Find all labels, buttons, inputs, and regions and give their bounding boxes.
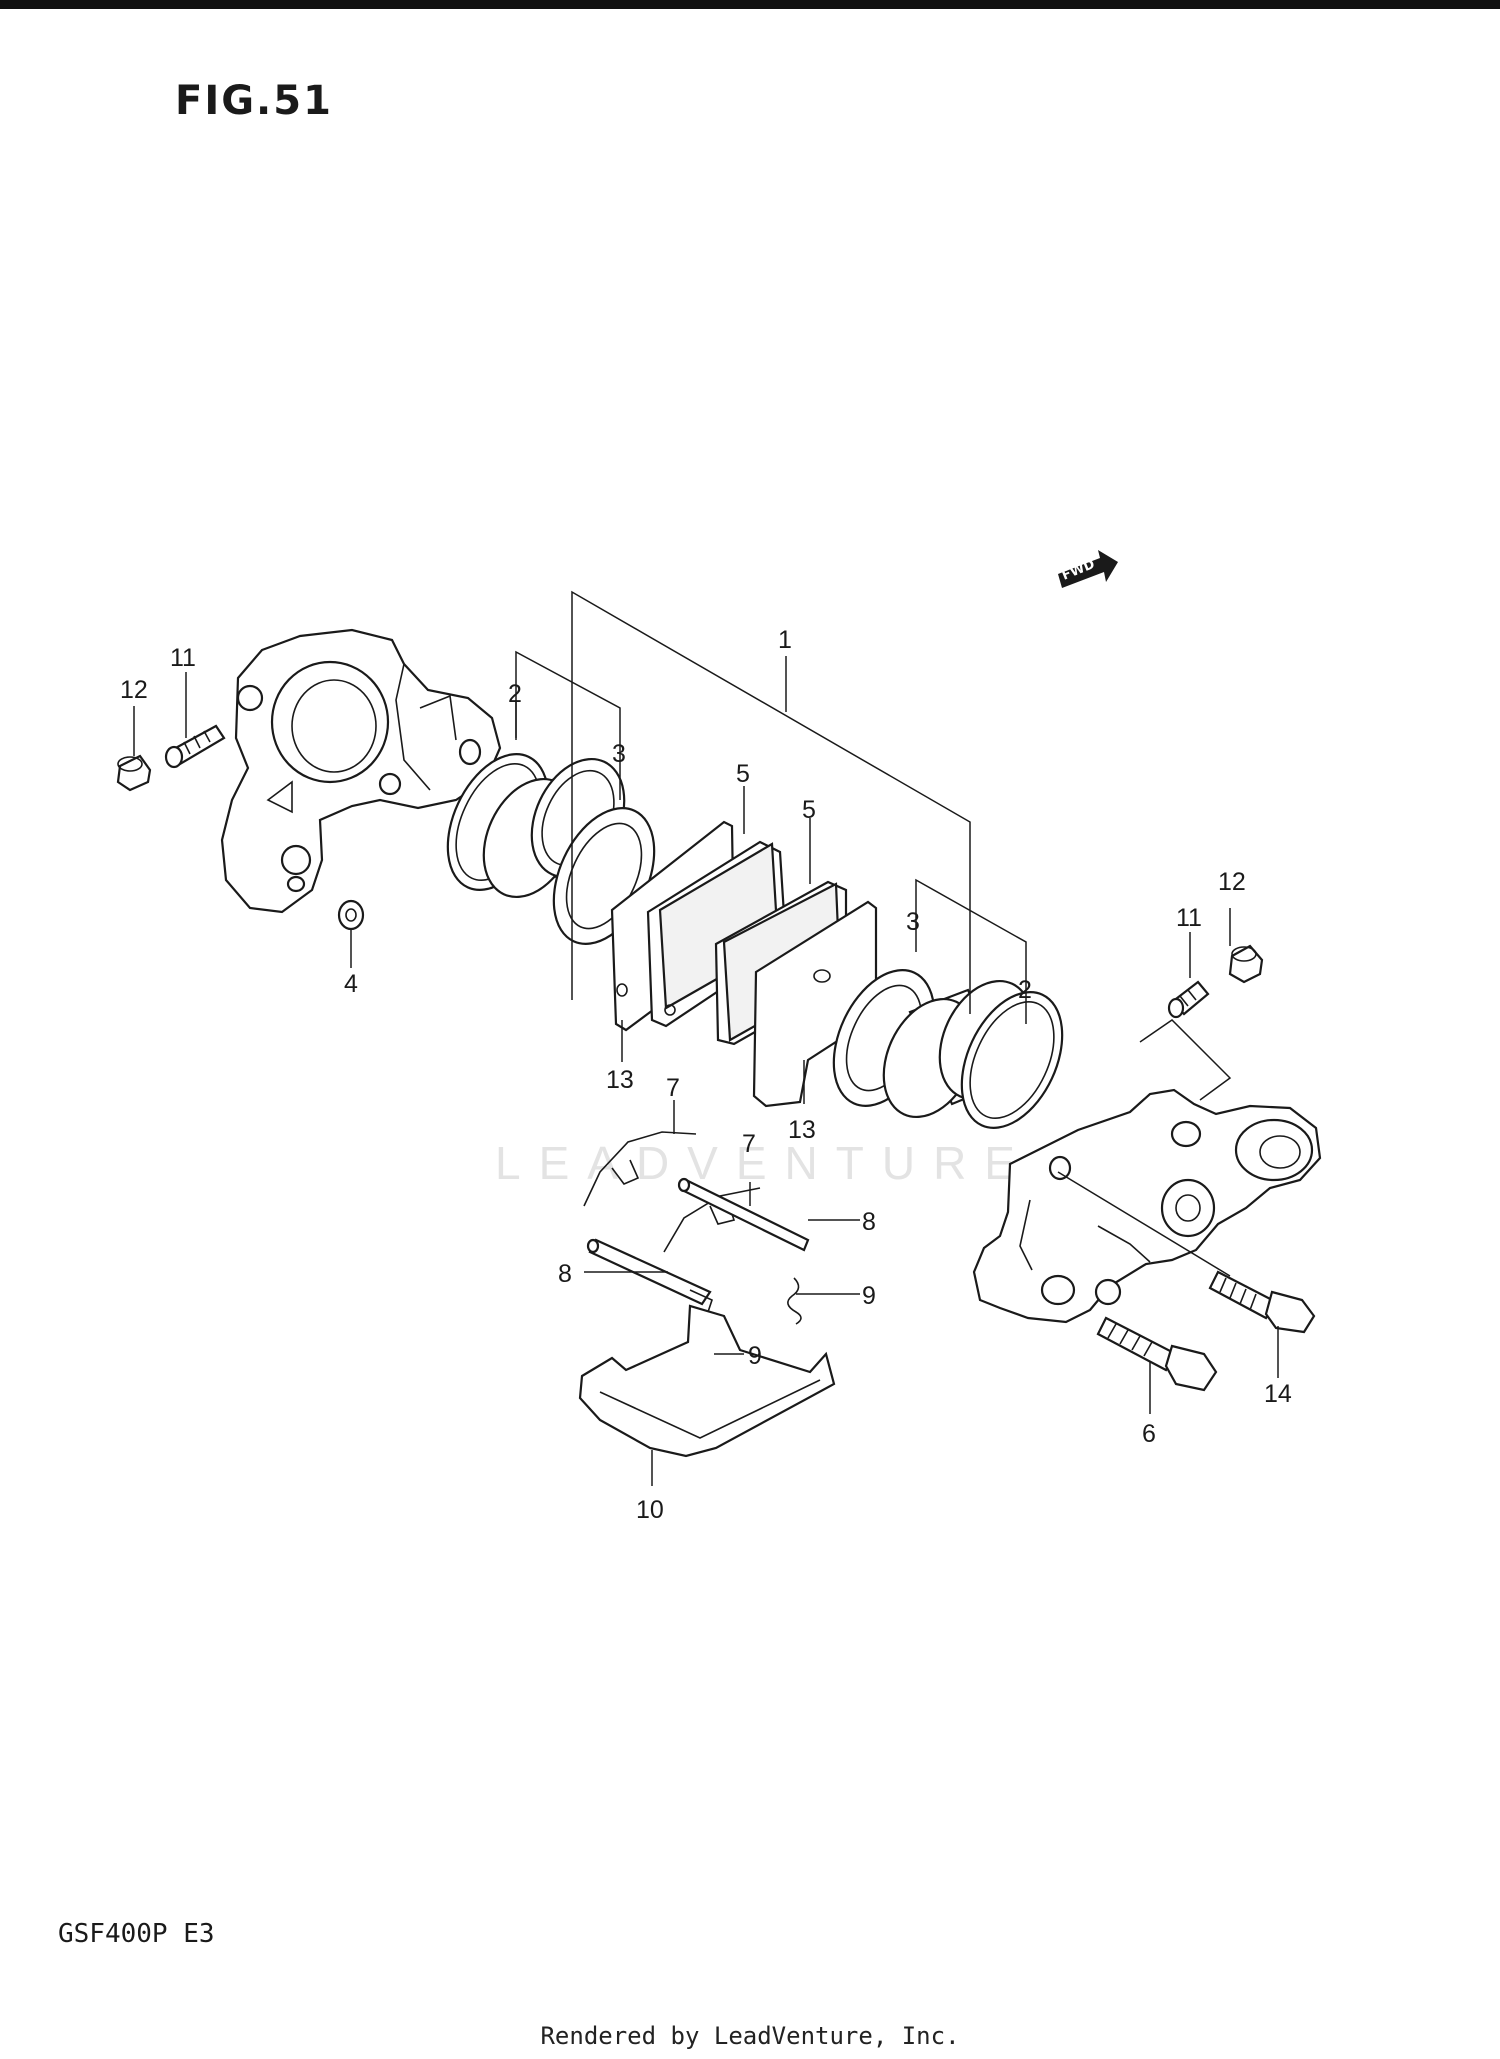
right-bleeder-screw (1139, 980, 1232, 1101)
model-code: GSF400P E3 (58, 1919, 215, 1949)
callout-5-right: 5 (802, 796, 816, 824)
leader-lines (133, 672, 1279, 1486)
callout-2-right: 2 (1018, 976, 1032, 1004)
assembly-bracket-1 (571, 590, 971, 1014)
callout-labels: 1 2 3 5 5 4 11 12 12 11 3 2 13 13 7 7 8 … (120, 626, 1292, 1524)
left-bleeder-screw (164, 724, 226, 769)
callout-8-left: 8 (558, 1260, 572, 1288)
callout-5-left: 5 (736, 760, 750, 788)
callout-2-left: 2 (508, 680, 522, 708)
callout-6: 6 (1142, 1420, 1156, 1448)
right-bleeder-cap (1228, 944, 1264, 984)
callout-13-left: 13 (606, 1066, 634, 1094)
callout-11-left: 11 (170, 644, 196, 672)
callout-8-right: 8 (862, 1208, 876, 1236)
callout-12-right: 12 (1218, 868, 1246, 896)
callout-3-left: 3 (612, 740, 626, 768)
bolt-part-14 (1057, 1171, 1316, 1334)
callout-14: 14 (1264, 1380, 1292, 1408)
left-caliper-body (220, 628, 502, 914)
callout-3-right: 3 (906, 908, 920, 936)
callout-10: 10 (636, 1496, 664, 1524)
pad-retainer-part-10 (578, 1304, 836, 1458)
bracket-2-3-left (515, 650, 621, 800)
bolt-part-6 (1096, 1316, 1218, 1392)
callout-11-right: 11 (1176, 904, 1202, 932)
figure-title: FIG.51 (175, 78, 333, 124)
fwd-arrow-icon: FWD (1058, 550, 1118, 588)
pad-spring-part-7-upper (583, 1131, 697, 1207)
washer-part-4 (337, 899, 365, 931)
bracket-2-3-right (915, 878, 1027, 1024)
callout-9-upper: 9 (862, 1282, 876, 1310)
footer-credit: Rendered by LeadVenture, Inc. (540, 2022, 960, 2050)
top-border-bar (0, 0, 1500, 9)
callout-12-left: 12 (120, 676, 148, 704)
clip-part-9-upper (787, 1277, 802, 1325)
watermark-text: LEADVENTURE (495, 1137, 1033, 1189)
callout-7-lower: 7 (742, 1130, 756, 1158)
pad-pin-part-8-lower (586, 1238, 713, 1313)
right-caliper-body (972, 1088, 1322, 1324)
right-pad-shim (752, 900, 878, 1108)
callout-7-upper: 7 (666, 1074, 680, 1102)
left-bleeder-cap (116, 754, 152, 792)
pad-pin-part-8-upper (677, 1177, 810, 1252)
callout-4: 4 (344, 970, 358, 998)
callout-13-right: 13 (788, 1116, 816, 1144)
callout-1: 1 (778, 626, 792, 654)
callout-9-lower: 9 (748, 1342, 762, 1370)
right-dust-seal (960, 991, 1064, 1129)
